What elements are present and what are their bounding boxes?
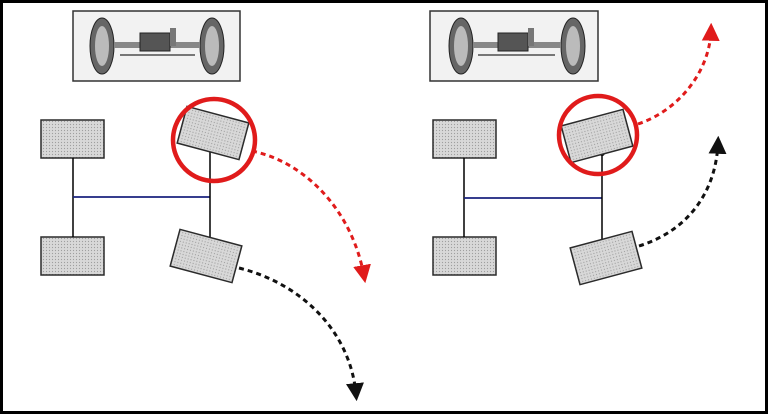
red-turn-path xyxy=(251,149,371,284)
front-left-wheel xyxy=(176,105,250,161)
front-right-wheel xyxy=(169,228,243,284)
rear-left-wheel xyxy=(40,119,105,159)
highlight-circle xyxy=(556,93,640,177)
rear-right-wheel xyxy=(40,236,105,276)
rear-right-wheel xyxy=(432,236,497,276)
axle-assembly-photo-icon xyxy=(72,10,241,82)
right-panel xyxy=(429,10,727,286)
front-left-wheel xyxy=(560,108,634,164)
highlight-circle xyxy=(170,96,258,184)
axle-assembly-photo-icon xyxy=(429,10,599,82)
rear-left-wheel xyxy=(432,119,497,159)
black-turn-path xyxy=(238,266,364,402)
red-turn-path xyxy=(637,22,720,126)
left-panel xyxy=(40,10,371,402)
front-right-wheel xyxy=(569,230,643,286)
